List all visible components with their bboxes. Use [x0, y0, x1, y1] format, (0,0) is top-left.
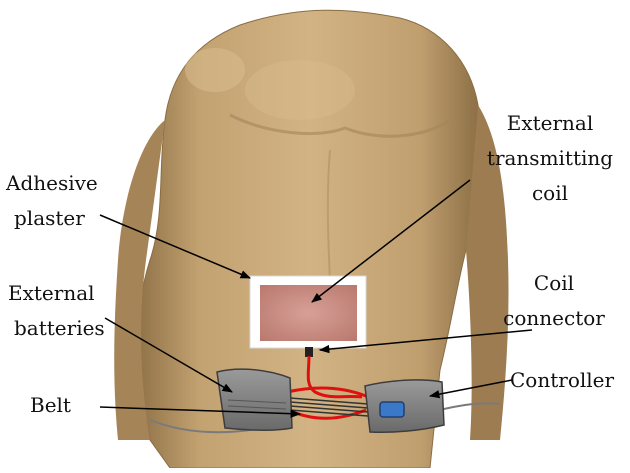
transmitting-coil — [260, 285, 357, 341]
label-adhesive-line1: Adhesive — [6, 170, 98, 196]
label-ext-batteries-line1: External — [8, 280, 95, 306]
controller-display — [380, 402, 404, 417]
label-ext-coil-line2: transmitting — [484, 145, 616, 171]
shoulder-highlight — [185, 48, 245, 92]
pec-highlight — [245, 60, 355, 120]
label-belt: Belt — [30, 392, 71, 418]
coil-connector — [305, 347, 313, 357]
label-controller: Controller — [510, 367, 626, 393]
label-ext-coil-line3: coil — [484, 180, 616, 206]
label-ext-batteries-line2: batteries — [14, 315, 105, 341]
label-coil-connector-line2: connector — [494, 305, 614, 331]
label-adhesive-line2: plaster — [14, 205, 85, 231]
label-ext-coil-line1: External — [484, 110, 616, 136]
label-coil-connector-line1: Coil — [494, 270, 614, 296]
